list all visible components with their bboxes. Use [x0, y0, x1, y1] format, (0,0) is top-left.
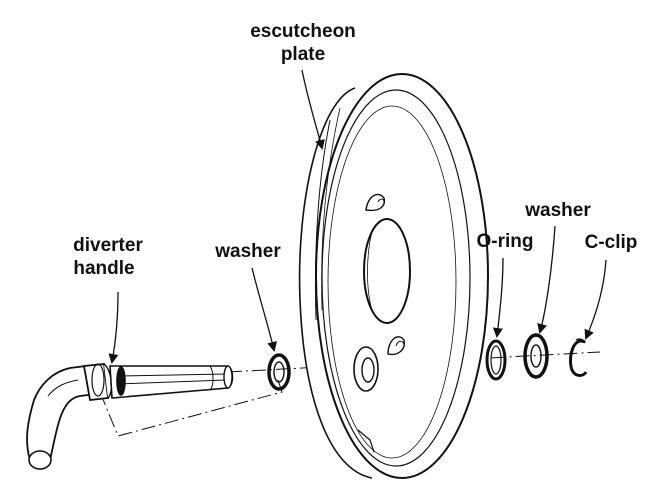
label-washer-left: washer: [214, 241, 281, 262]
label-plate: plate: [281, 44, 325, 65]
c-clip: [569, 338, 588, 377]
escutcheon-plate: [298, 73, 489, 479]
label-escutcheon: escutcheon: [250, 21, 356, 42]
o-ring: [485, 339, 507, 381]
washer-right: [523, 333, 549, 379]
label-washer-right: washer: [524, 200, 591, 221]
leader-lines: [108, 69, 607, 364]
washer-left: [267, 353, 291, 391]
label-c-clip: C-clip: [585, 232, 638, 253]
label-diverter: diverter: [73, 235, 143, 256]
label-o-ring: O-ring: [477, 231, 534, 252]
label-handle: handle: [73, 258, 134, 279]
diverter-handle: [26, 363, 234, 470]
